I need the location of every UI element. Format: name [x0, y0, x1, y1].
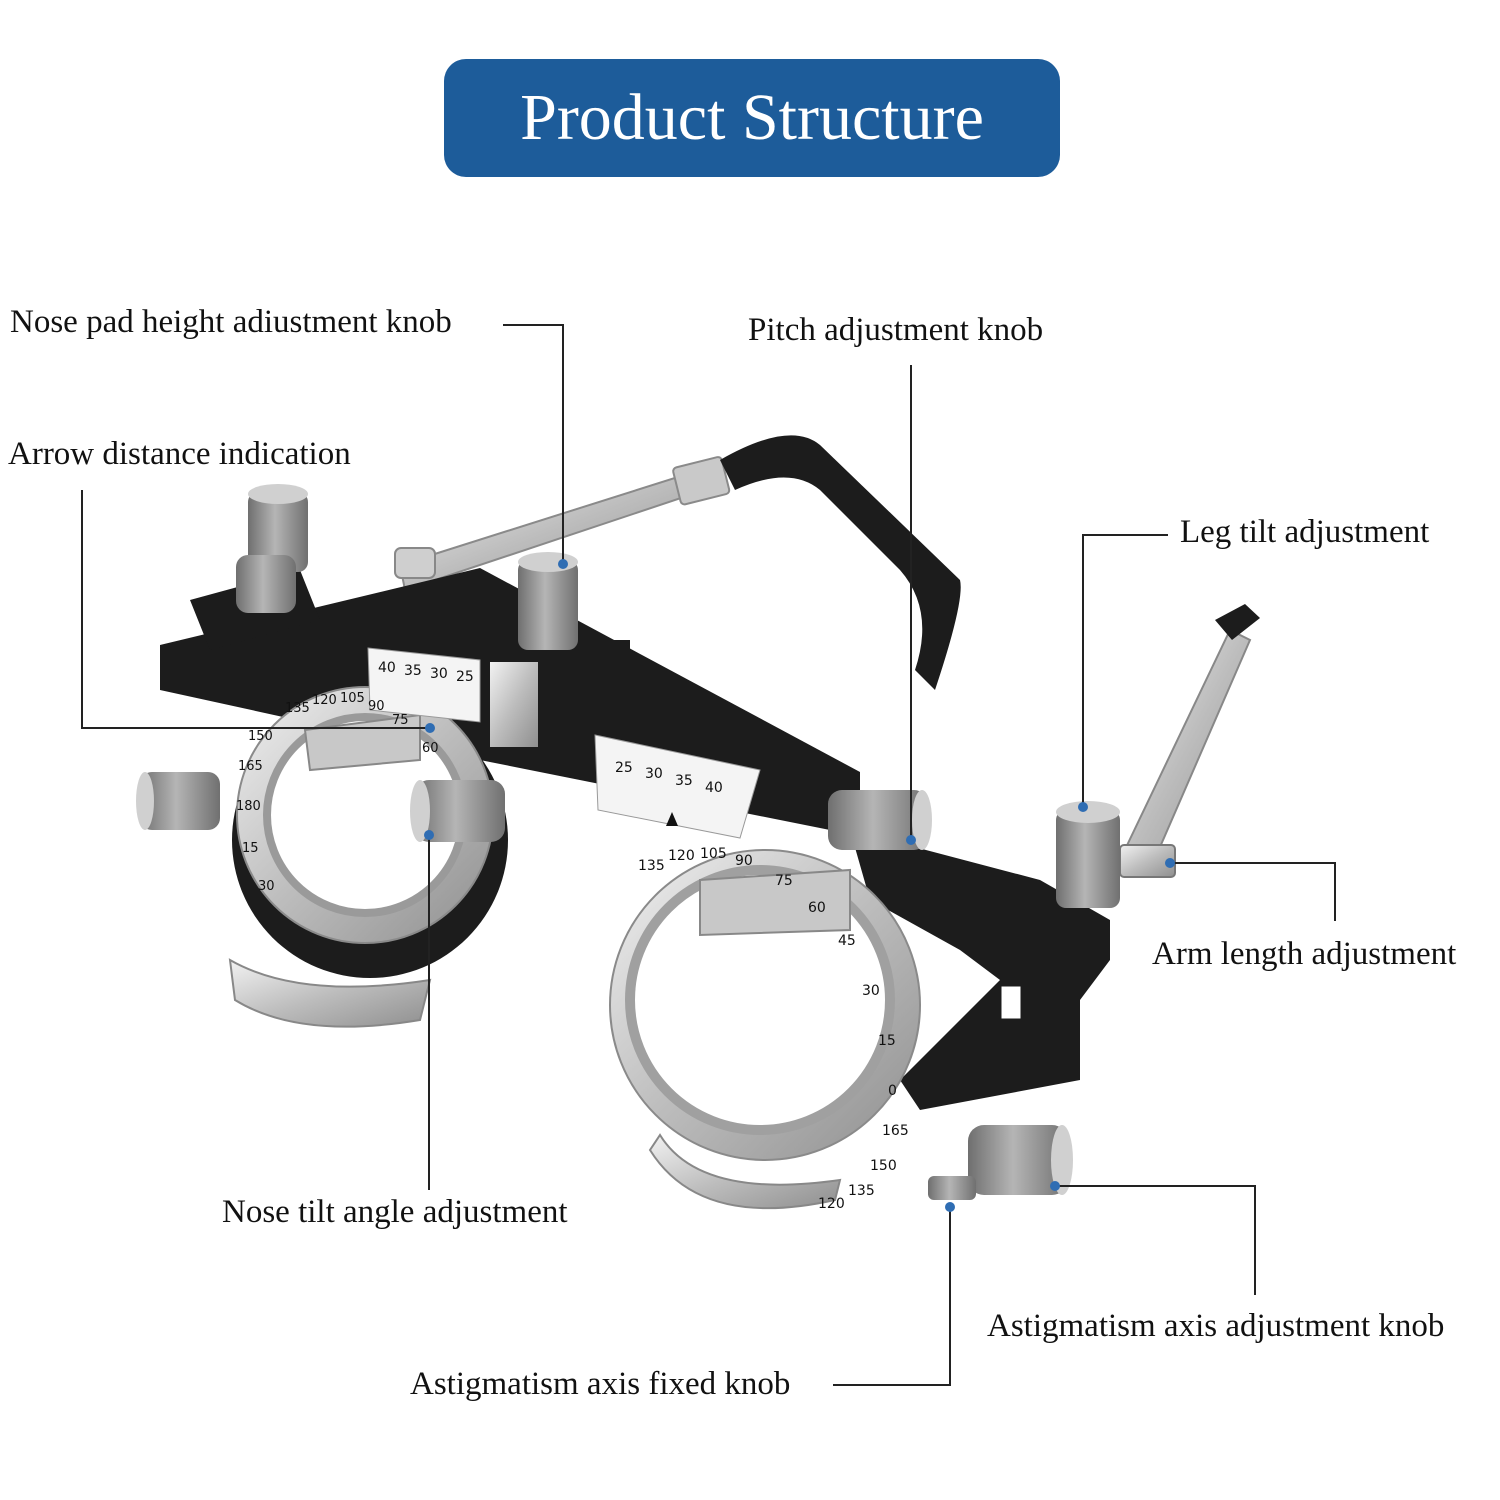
leader-leg-tilt — [1082, 534, 1168, 807]
right-axis-scale: 135 120 105 90 75 60 45 30 15 0 165 150 … — [638, 846, 909, 1212]
pitch-knob — [828, 790, 932, 850]
title-banner: Product Structure — [444, 59, 1060, 177]
top-left-vertical-knob — [248, 484, 308, 572]
left-axis-tick-label: 165 — [238, 759, 263, 774]
leader-nose-pad-height — [503, 324, 564, 562]
callout-nose-tilt: Nose tilt angle adjustment — [222, 1194, 568, 1230]
left-pd-tick-label: 30 — [430, 666, 448, 682]
nose-tilt-knob — [410, 780, 505, 842]
right-axis-tick-label: 135 — [848, 1183, 875, 1199]
right-axis-tick-label: 90 — [735, 853, 753, 869]
astigmatism-fixed-knob — [928, 1176, 976, 1200]
left-axis-scale: 135 120 105 90 75 60 165 150 180 15 30 — [236, 691, 439, 894]
left-pd-tick-label: 40 — [378, 660, 396, 676]
left-axis-tick-label: 75 — [392, 713, 409, 728]
right-pd-scale: 25 30 35 40 — [594, 734, 761, 839]
right-pd-tick-label: 35 — [675, 773, 693, 789]
right-axis-tick-label: 60 — [808, 900, 826, 916]
callout-leg-tilt: Leg tilt adjustment — [1180, 514, 1430, 550]
left-horizontal-knob — [236, 555, 296, 613]
right-axis-tick-label: 75 — [775, 873, 793, 889]
left-axis-tick-label: 180 — [236, 799, 261, 814]
left-astigmatism-knob — [136, 772, 220, 830]
right-axis-tick-label: 150 — [870, 1158, 897, 1174]
right-axis-tick-label: 120 — [818, 1196, 845, 1212]
leg-tilt-knob — [1056, 801, 1120, 908]
left-axis-tick-label: 60 — [422, 741, 439, 756]
callout-nose-pad-height: Nose pad height adiustment knob — [10, 304, 452, 340]
temple-arm — [394, 435, 961, 690]
marker-nose-tilt — [424, 830, 434, 840]
callout-markers — [424, 559, 1175, 1212]
leader-astig-fixed — [833, 1207, 951, 1386]
callout-pitch: Pitch adjustment knob — [748, 312, 1044, 348]
leader-astig-knob — [1055, 1185, 1256, 1295]
right-axis-tick-label: 0 — [888, 1083, 897, 1099]
right-pd-tick-label: 30 — [645, 766, 663, 782]
knurled-knobs — [136, 484, 1120, 1200]
left-axis-tick-label: 135 — [285, 701, 310, 716]
page-title: Product Structure — [520, 81, 984, 154]
right-axis-tick-label: 15 — [878, 1033, 896, 1049]
callout-arrow-distance: Arrow distance indication — [8, 436, 351, 472]
leader-lines — [81, 324, 1336, 1386]
left-pd-scale: 40 35 30 25 — [367, 647, 481, 723]
callout-astig-fixed: Astigmatism axis fixed knob — [410, 1366, 791, 1402]
right-lens-cell — [609, 849, 921, 1210]
right-leg-assembly — [850, 604, 1260, 1110]
marker-leg-tilt — [1078, 802, 1088, 812]
left-axis-tick-label: 105 — [340, 691, 365, 706]
marker-pitch — [906, 835, 916, 845]
marker-astig-fixed — [945, 1202, 955, 1212]
nose-pad-height-knob — [518, 552, 578, 650]
right-pd-tick-label: 40 — [705, 780, 723, 796]
left-axis-tick-label: 120 — [312, 693, 337, 708]
right-axis-tick-label: 135 — [638, 858, 665, 874]
marker-astig-knob — [1050, 1181, 1060, 1191]
left-axis-tick-label: 90 — [368, 699, 385, 714]
leader-arm-length — [1170, 862, 1336, 921]
right-axis-tick-label: 120 — [668, 848, 695, 864]
left-pd-tick-label: 25 — [456, 669, 474, 685]
left-axis-tick-label: 150 — [248, 729, 273, 744]
right-axis-tick-label: 30 — [862, 983, 880, 999]
right-axis-tick-label: 165 — [882, 1123, 909, 1139]
right-axis-tick-label: 105 — [700, 846, 727, 862]
left-axis-tick-label: 15 — [242, 841, 259, 856]
callout-arm-length: Arm length adjustment — [1152, 936, 1457, 972]
leader-arrow-distance — [81, 490, 430, 729]
left-pd-tick-label: 35 — [404, 663, 422, 679]
marker-arm-length — [1165, 858, 1175, 868]
callout-astig-knob: Astigmatism axis adjustment knob — [987, 1308, 1445, 1344]
right-pd-tick-label: 25 — [615, 760, 633, 776]
marker-nose-pad-height — [558, 559, 568, 569]
left-axis-tick-label: 30 — [258, 879, 275, 894]
astigmatism-adjustment-knob — [968, 1125, 1073, 1195]
marker-arrow-distance — [425, 723, 435, 733]
right-axis-tick-label: 45 — [838, 933, 856, 949]
